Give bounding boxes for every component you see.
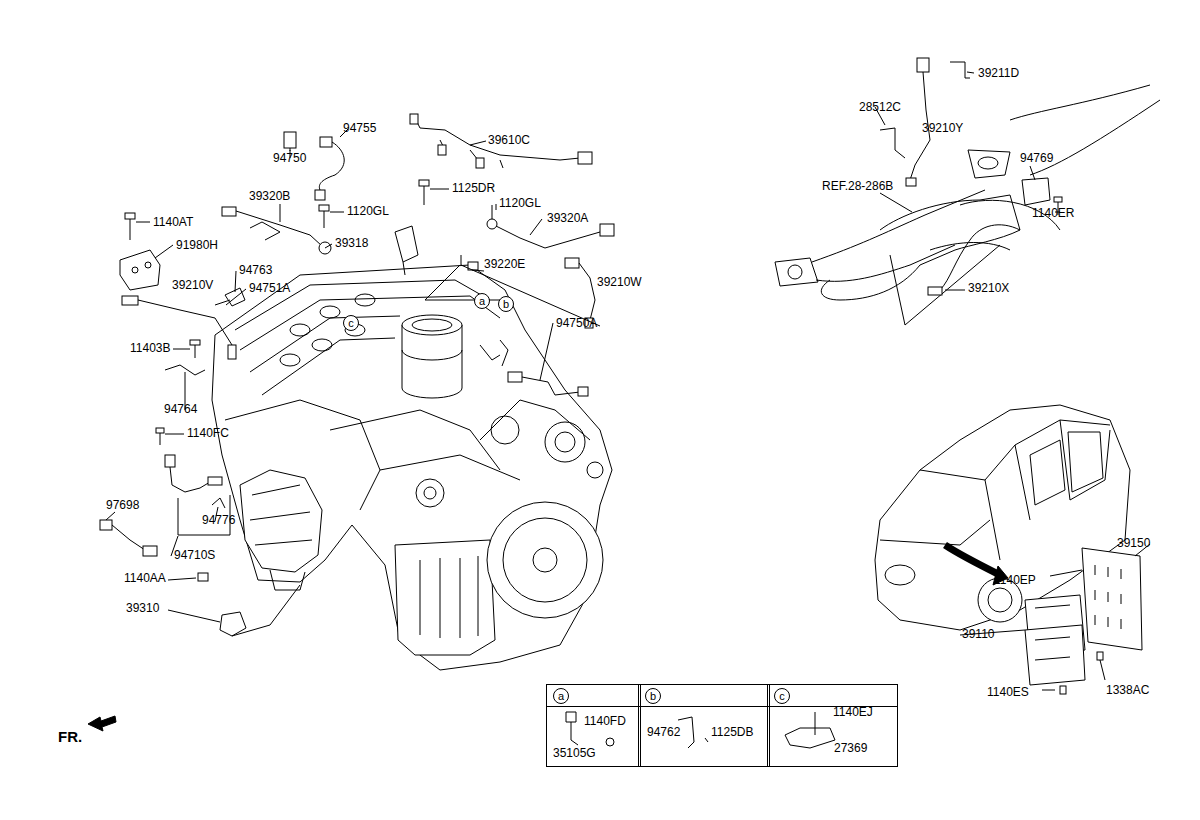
callout-number: 39210X	[968, 281, 1009, 295]
callout-number: 94769	[1020, 151, 1053, 165]
callout-number: 94710S	[174, 548, 215, 562]
callout-number: 91980H	[176, 238, 218, 252]
callout-number: 1140FD	[584, 714, 626, 728]
callout-number: 39150	[1117, 536, 1150, 550]
callout-number: 1338AC	[1106, 683, 1149, 697]
callout-number: 39318	[335, 236, 368, 250]
callout-number: 1125DB	[711, 725, 753, 739]
callout-letter: a	[553, 688, 569, 704]
callout-number: 97698	[106, 498, 139, 512]
table-cell: a 1140FD 35105G	[546, 684, 641, 767]
callout-number: 94764	[164, 402, 197, 416]
callout-number: 1140AT	[153, 215, 193, 229]
callout-number: 39220E	[484, 257, 525, 271]
callout-number: 1120GL	[499, 196, 541, 210]
callout-number: 1140ER	[1032, 206, 1074, 220]
table-cell: c 1140EJ 27369	[767, 684, 898, 767]
direction-label: FR.	[58, 730, 82, 744]
callout-number: 1125DR	[452, 181, 495, 195]
callout-number: 94755	[343, 121, 376, 135]
callout-number: 1140EJ	[833, 705, 873, 719]
callout-number: REF.28-286B	[822, 179, 893, 193]
callout-number: 39210V	[172, 278, 213, 292]
callout-number: 1140EP	[994, 573, 1036, 587]
callout-number: 39210Y	[922, 121, 963, 135]
callout-number: 39610C	[488, 133, 530, 147]
callout-number: 39320A	[547, 211, 588, 225]
callout-number: 94751A	[249, 281, 290, 295]
callout-number: 39210W	[597, 275, 642, 289]
callout-number: 1120GL	[347, 204, 389, 218]
callout-number: 39110	[962, 627, 994, 641]
callout-number: 39320B	[249, 189, 290, 203]
callout-number: 35105G	[553, 746, 596, 760]
callout-letter: b	[645, 688, 661, 704]
callout-number: 94763	[239, 263, 272, 277]
callout-number: 1140AA	[124, 571, 166, 585]
callout-number: 1140ES	[987, 685, 1029, 699]
callout-number: 94776	[202, 513, 235, 527]
callout-number: 28512C	[859, 100, 901, 114]
callout-number: 94762	[647, 725, 680, 739]
callout-number: 94750	[273, 151, 306, 165]
callout-letter: b	[498, 296, 514, 312]
callout-number: 1140FC	[187, 426, 229, 440]
callout-letter: c	[774, 688, 790, 704]
callout-letter: c	[343, 315, 359, 331]
callout-number: 94750A	[556, 316, 597, 330]
table-cell: b 94762 1125DB	[638, 684, 770, 767]
callout-number: 11403B	[130, 341, 170, 355]
callout-number: 27369	[834, 741, 867, 755]
callout-number: 39310	[126, 601, 159, 615]
callout-letter: a	[474, 293, 490, 309]
callout-number: 39211D	[978, 66, 1019, 80]
